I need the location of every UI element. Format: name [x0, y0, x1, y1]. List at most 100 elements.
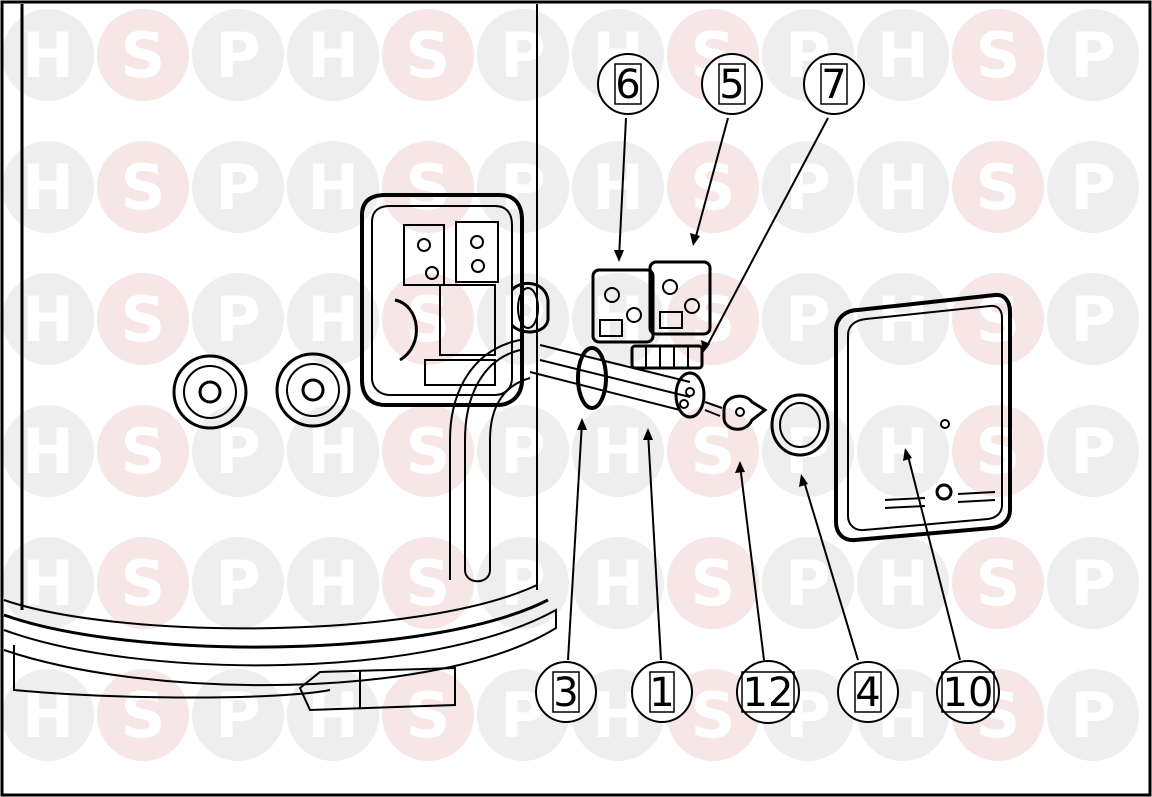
callout-7: 7: [803, 53, 865, 115]
watermark-circle: [192, 141, 284, 233]
watermark-letter: H: [22, 415, 74, 488]
callout-label-3: 3: [553, 670, 578, 716]
watermark-letter: H: [22, 547, 74, 620]
callout-4: 4: [837, 661, 899, 723]
watermark-letter: S: [121, 283, 166, 356]
watermark-circle: [1047, 669, 1139, 761]
watermark-circle: [192, 273, 284, 365]
hsp-watermark: HSPHSPHSPHSPHSPHSPHSPHSPHSPHSPHSPHSPHSPH…: [2, 9, 1139, 761]
watermark-letter: H: [22, 19, 74, 92]
watermark-letter: S: [406, 151, 451, 224]
watermark-letter: S: [406, 679, 451, 752]
watermark-letter: H: [307, 19, 359, 92]
watermark-letter: P: [1070, 679, 1115, 752]
watermark-letter: H: [877, 151, 929, 224]
fastener-screws: [704, 401, 723, 417]
callout-12: 12: [736, 660, 800, 724]
callout-label-12: 12: [743, 670, 794, 716]
watermark-letter: P: [500, 415, 545, 488]
watermark-letter: S: [691, 283, 736, 356]
watermark-circle: [667, 537, 759, 629]
watermark-circle: [2, 273, 94, 365]
watermark-letter: H: [592, 151, 644, 224]
callout-label-10: 10: [943, 670, 994, 716]
callout-label-5: 5: [719, 62, 744, 108]
watermark-circle: [2, 141, 94, 233]
leader-line-3: [567, 421, 583, 661]
watermark-letter: P: [1070, 283, 1115, 356]
watermark-letter: H: [22, 679, 74, 752]
watermark-circle: [192, 537, 284, 629]
watermark-letter: H: [307, 283, 359, 356]
watermark-circle: [1047, 273, 1139, 365]
watermark-letter: P: [1070, 151, 1115, 224]
watermark-circle: [192, 9, 284, 101]
watermark-letter: P: [215, 283, 260, 356]
immersion-heater-loop: [449, 339, 531, 583]
tank-dial-right: [275, 352, 351, 428]
watermark-letter: S: [976, 19, 1021, 92]
watermark-circle: [97, 537, 189, 629]
watermark-letter: P: [785, 283, 830, 356]
watermark-circle: [477, 141, 569, 233]
watermark-circle: [667, 141, 759, 233]
callout-label-4: 4: [855, 670, 880, 716]
watermark-letter: H: [307, 547, 359, 620]
watermark-letter: H: [22, 283, 74, 356]
watermark-letter: S: [691, 679, 736, 752]
callout-label-1: 1: [649, 670, 674, 716]
watermark-letter: P: [785, 151, 830, 224]
thermostat-5: [648, 260, 712, 336]
watermark-circle: [97, 669, 189, 761]
callout-1: 1: [631, 661, 693, 723]
watermark-circle: [382, 273, 474, 365]
callout-3: 3: [535, 661, 597, 723]
watermark-letter: S: [121, 679, 166, 752]
watermark-circle: [287, 273, 379, 365]
watermark-letter: P: [1070, 547, 1115, 620]
watermark-letter: S: [976, 151, 1021, 224]
terminal-block: [630, 344, 704, 370]
watermark-letter: P: [785, 547, 830, 620]
watermark-letter: P: [500, 19, 545, 92]
watermark-letter: S: [406, 19, 451, 92]
callout-label-7: 7: [821, 62, 846, 108]
watermark-circle: [97, 9, 189, 101]
watermark-letter: H: [877, 19, 929, 92]
watermark-circle: [477, 405, 569, 497]
leader-line-5: [694, 117, 729, 241]
watermark-letter: P: [215, 19, 260, 92]
watermark-circle: [952, 141, 1044, 233]
watermark-letter: H: [307, 151, 359, 224]
leader-line-6: [618, 117, 627, 259]
leader-line-7: [705, 117, 829, 349]
watermark-circle: [287, 405, 379, 497]
watermark-circle: [287, 141, 379, 233]
locking-ring: [770, 393, 830, 457]
watermark-circle: [2, 669, 94, 761]
callout-10: 10: [936, 660, 1000, 724]
watermark-letter: S: [406, 547, 451, 620]
watermark-letter: H: [22, 151, 74, 224]
tank-dial-left: [172, 354, 248, 430]
watermark-circle: [572, 141, 664, 233]
watermark-letter: S: [121, 547, 166, 620]
leader-line-12: [739, 464, 765, 661]
watermark-letter: S: [121, 415, 166, 488]
watermark-letter: S: [691, 151, 736, 224]
leader-line-4: [802, 477, 859, 661]
watermark-letter: H: [307, 679, 359, 752]
watermark-circle: [192, 669, 284, 761]
watermark-circle: [667, 273, 759, 365]
watermark-letter: S: [976, 415, 1021, 488]
callout-5: 5: [701, 53, 763, 115]
watermark-circle: [762, 405, 854, 497]
watermark-letter: H: [592, 415, 644, 488]
watermark-circle: [382, 669, 474, 761]
watermark-circle: [2, 405, 94, 497]
thermostat-6: [591, 268, 655, 344]
watermark-circle: [97, 405, 189, 497]
